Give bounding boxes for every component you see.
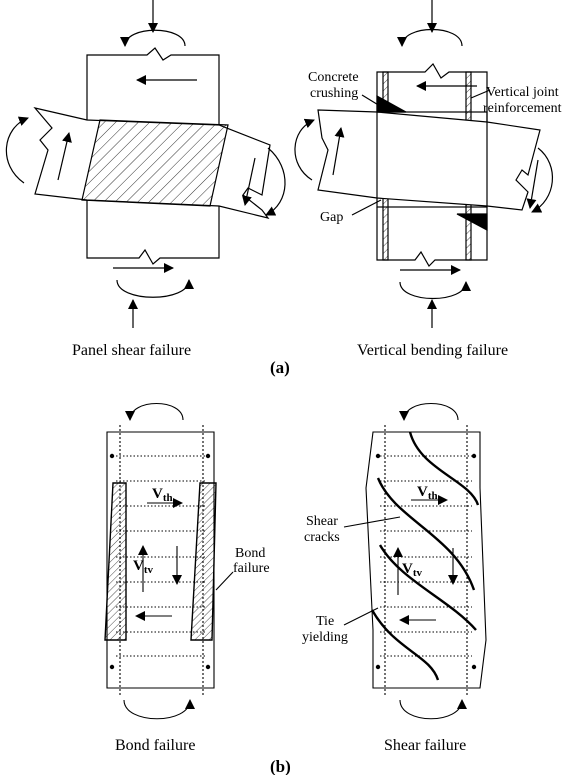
left-moment-arrow-r <box>294 118 315 181</box>
hatched-joint-panel <box>81 119 229 207</box>
bond-failure-diagram <box>104 402 234 720</box>
right-caption-b: Shear failure <box>384 737 466 754</box>
crushing-zone-bottom <box>456 213 488 231</box>
shear-failure-diagram <box>343 402 487 720</box>
left-caption-b: Bond failure <box>115 737 195 754</box>
label-shear: Shear <box>306 514 338 529</box>
bond-leader <box>215 571 234 591</box>
right-shear-arrow <box>241 157 256 206</box>
vertical-bending-diagram <box>294 0 553 328</box>
label-reinforcement: reinforcement <box>483 101 562 116</box>
vtv-label-b1: Vtv <box>133 558 154 576</box>
top-moment-arrow-r <box>397 29 463 47</box>
label-yielding: yielding <box>302 630 348 645</box>
label-cracks: cracks <box>304 530 340 545</box>
label-bond-failure: failure <box>233 561 270 576</box>
bar-dots-b1 <box>109 453 211 670</box>
crushing-leader <box>361 94 381 107</box>
right-moment-arrow-r <box>531 147 553 213</box>
bottom-column-r <box>376 207 488 267</box>
label-vertical-joint: Vertical joint <box>486 85 559 100</box>
top-moment-arrow <box>120 29 186 47</box>
deformed-beam-r <box>317 109 541 211</box>
left-caption-a: Panel shear failure <box>72 342 191 359</box>
vth-label-b2: Vth <box>417 484 438 502</box>
crushing-zone-top <box>376 94 407 113</box>
left-moment-arrow <box>5 116 29 184</box>
right-moment-arrow <box>265 147 286 216</box>
column-outline-b2 <box>365 431 487 689</box>
bottom-moment-arrow-b2 <box>399 699 467 720</box>
gap-leader <box>351 199 382 216</box>
reinforcement-leader <box>470 89 491 99</box>
bottom-moment-arrow-b1 <box>123 699 195 720</box>
shear-cracks <box>370 431 480 681</box>
part-a-tag: (a) <box>270 358 290 377</box>
label-tie: Tie <box>316 614 334 629</box>
vth-label-b1: Vth <box>152 486 173 504</box>
bottom-moment-arrow <box>116 279 194 298</box>
bottom-moment-arrow-r <box>399 281 471 299</box>
joint-region-r <box>376 111 488 208</box>
bond-zone-left <box>104 482 127 641</box>
tie-leader <box>343 607 379 626</box>
bar-dots-b2 <box>375 453 477 670</box>
bond-zone-right <box>190 482 217 641</box>
panel-shear-diagram <box>5 0 286 328</box>
ties-b1 <box>116 455 207 657</box>
part-b-tag: (b) <box>270 757 291 775</box>
left-shear-arrow-r <box>332 127 345 176</box>
left-shear-arrow <box>57 132 72 181</box>
label-gap: Gap <box>320 210 343 225</box>
top-moment-arrow-b1 <box>125 402 184 421</box>
cracks-leader <box>343 516 401 528</box>
right-shear-arrow-r <box>526 159 539 209</box>
bottom-column <box>86 200 220 265</box>
vtv-label-b2: Vtv <box>402 561 423 579</box>
label-concrete: Concrete <box>308 70 359 85</box>
top-column <box>86 47 220 125</box>
top-moment-arrow-b2 <box>399 402 459 421</box>
right-caption-a: Vertical bending failure <box>357 342 508 359</box>
label-bond: Bond <box>235 546 265 561</box>
label-crushing: crushing <box>310 86 358 101</box>
